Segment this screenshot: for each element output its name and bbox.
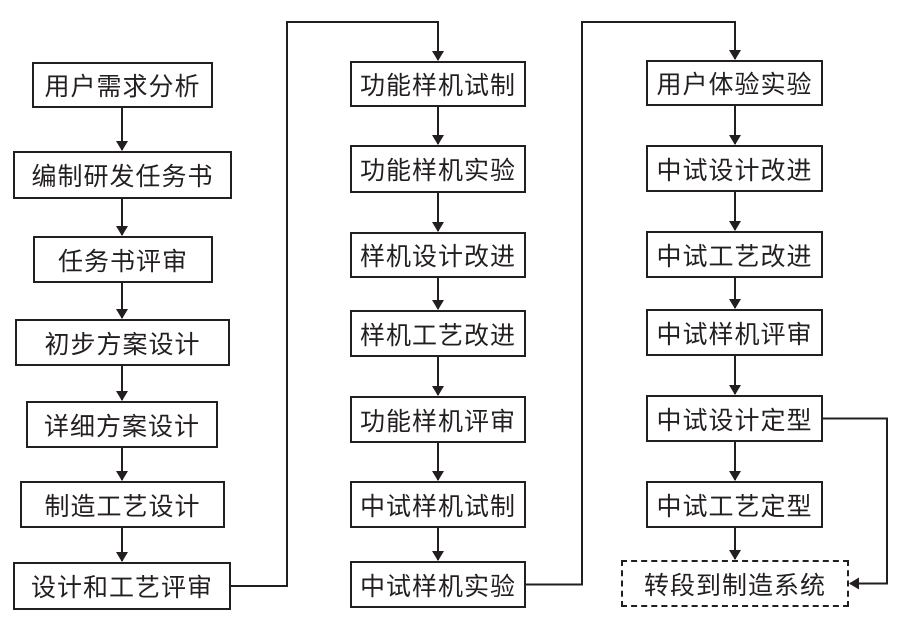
step-transfer-to-manufacturing: 转段到制造系统	[621, 560, 849, 607]
step-prototype-design-improvement: 样机设计改进	[350, 232, 526, 278]
edge-arrow-bypass	[823, 417, 888, 590]
step-pilot-prototype-experiment: 中试样机实验	[350, 561, 526, 608]
step-pilot-process-improvement: 中试工艺改进	[646, 231, 823, 278]
step-pilot-prototype-trial: 中试样机试制	[350, 481, 526, 528]
step-pilot-process-finalization: 中试工艺定型	[646, 481, 823, 528]
edge-arrow-column-link	[526, 21, 741, 586]
step-detailed-scheme-design: 详细方案设计	[26, 401, 218, 448]
step-preliminary-scheme-design: 初步方案设计	[15, 319, 230, 366]
step-pilot-prototype-review: 中试样机评审	[646, 309, 823, 356]
step-design-process-review: 设计和工艺评审	[13, 562, 231, 610]
step-manufacturing-process-design: 制造工艺设计	[20, 481, 225, 528]
step-functional-prototype-trial: 功能样机试制	[350, 61, 526, 107]
edge-arrow-column-link	[231, 21, 444, 587]
step-functional-prototype-experiment: 功能样机实验	[350, 145, 526, 193]
step-pilot-design-improvement: 中试设计改进	[646, 145, 823, 192]
step-user-requirement-analysis: 用户需求分析	[32, 62, 213, 108]
step-prototype-process-improvement: 样机工艺改进	[350, 310, 526, 357]
step-pilot-design-finalization: 中试设计定型	[646, 395, 823, 442]
step-user-experience-experiment: 用户体验实验	[646, 60, 823, 106]
step-compile-rd-task-book: 编制研发任务书	[13, 151, 232, 199]
step-functional-prototype-review: 功能样机评审	[350, 396, 526, 443]
step-task-book-review: 任务书评审	[33, 236, 213, 283]
